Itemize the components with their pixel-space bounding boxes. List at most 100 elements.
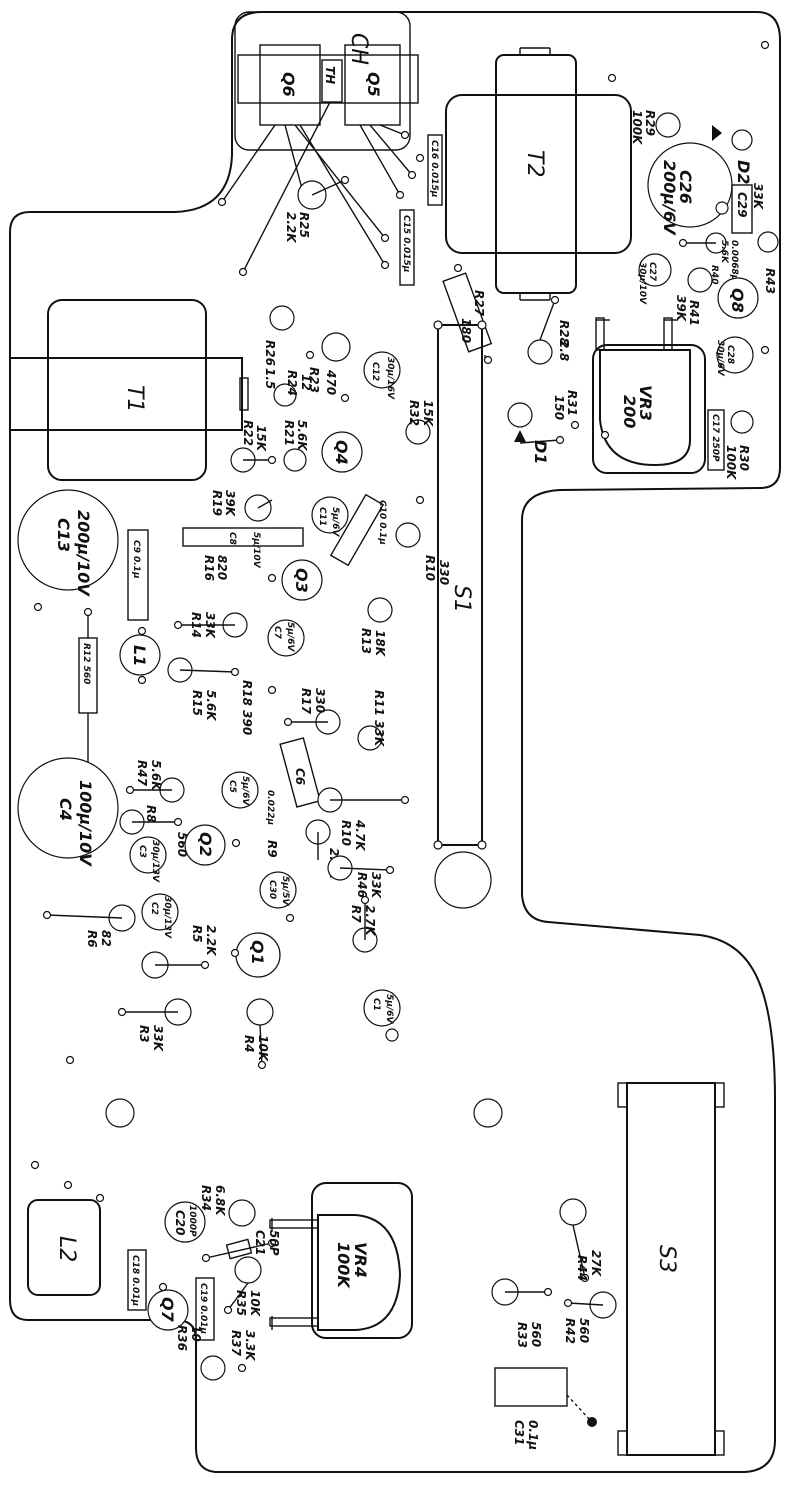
c21-body (225, 1238, 253, 1260)
label-c18: C18 0.01μ (130, 1255, 140, 1306)
c15-box (399, 209, 415, 286)
label-r27v: 180 (459, 318, 473, 343)
label-s1: S1 (449, 585, 474, 613)
label-r42v: 560 (577, 1318, 591, 1343)
d2-body (731, 129, 753, 151)
label-c7: C7 (272, 626, 282, 640)
label-r13v: 18K (373, 630, 387, 658)
label-c28: C28 (725, 345, 735, 364)
label-c6: C6 (293, 768, 307, 785)
label-r26v: 1.5 (263, 368, 277, 389)
label-r42: R42 (563, 1318, 577, 1344)
label-r17: R17 (299, 688, 313, 715)
label-vr4v: 100K (334, 1242, 353, 1289)
r24-body (273, 383, 297, 407)
s1-switch (437, 324, 483, 846)
label-r12: R12 560 (81, 643, 91, 684)
label-r23: R23 (307, 367, 321, 393)
label-r40: R40 (709, 265, 719, 284)
c7-body (267, 619, 305, 657)
label-q5: Q5 (364, 72, 383, 97)
c26-plus (715, 201, 729, 215)
label-r23v: 470 (324, 369, 338, 395)
c8-box (182, 527, 304, 547)
label-c8: C8 (227, 532, 237, 545)
c19-box (195, 1277, 215, 1341)
label-c3: C3 (137, 845, 147, 858)
r23-body (321, 332, 351, 362)
label-vr4: VR4 (351, 1242, 370, 1278)
label-r19: R19 (210, 490, 224, 516)
label-r26: R26 (263, 340, 277, 366)
label-r16v: 820 (215, 555, 229, 580)
label-q8: Q8 (728, 288, 747, 313)
label-r16: R16 (202, 555, 216, 581)
r35-body (234, 1256, 262, 1284)
label-c28v: 30μ/6V (715, 340, 725, 377)
label-r7: R7 (349, 905, 363, 923)
label-r40c: 0.0068μ (729, 240, 739, 282)
label-r31: R31 (565, 390, 579, 416)
r32-body (405, 419, 431, 445)
d1-body (507, 402, 533, 428)
label-c21: C21 (253, 1230, 267, 1256)
label-r28: R28 (557, 320, 571, 346)
label-r34v: 6.8K (213, 1185, 227, 1217)
ch-bracket (237, 54, 419, 104)
label-r24: R24 (285, 370, 299, 396)
r13-body (367, 597, 393, 623)
label-r14: R14 (189, 612, 203, 638)
label-d1: D1 (531, 440, 550, 464)
t2-core (445, 94, 632, 254)
label-c30: C30 (267, 880, 277, 899)
label-r7v: 2.7K (363, 905, 377, 937)
label-c2: C2 (149, 902, 159, 915)
board-outline (9, 11, 781, 1473)
label-c8v: 5μ/10V (251, 532, 261, 569)
t1-band (9, 357, 243, 431)
label-r37v: 3.3K (243, 1330, 257, 1362)
label-th: TH (323, 66, 337, 84)
th-box (321, 59, 343, 103)
label-l1: L1 (130, 645, 149, 666)
vr4-body (317, 1214, 402, 1331)
label-l2: L2 (54, 1236, 79, 1262)
c1-body (363, 989, 401, 1027)
label-r30v: 100K (724, 445, 738, 481)
c30-body (259, 871, 297, 909)
label-r5v: 2.2K (204, 925, 218, 957)
label-r10: R10 (423, 555, 437, 581)
label-r36v: 10 (189, 1325, 203, 1342)
label-r25: R25 (297, 212, 311, 238)
c2-body (141, 893, 179, 931)
label-r33: R33 (515, 1322, 529, 1348)
label-c1v: 5μ/6V (384, 994, 394, 1024)
label-r10b: R10 (339, 820, 353, 846)
label-r41: R41 (687, 300, 701, 326)
label-r31v: 150 (552, 395, 566, 420)
label-c15: C15 0.015μ (401, 215, 411, 273)
c20-body (164, 1201, 206, 1243)
label-c13: C13 (54, 518, 73, 552)
label-c30v: 5μ/5V (280, 876, 290, 906)
label-r14v: 33K (203, 612, 217, 640)
r11-body (357, 725, 383, 751)
q8-body (717, 277, 759, 319)
label-r25v: 2.2K (284, 212, 298, 244)
label-c19: C19 0.01μ (198, 1283, 208, 1334)
label-c26: C26 (676, 170, 695, 204)
label-r46: R46 (355, 872, 369, 898)
label-r8: R8 (144, 805, 158, 823)
r41-body (687, 267, 713, 293)
label-c7v: 5μ/6V (285, 622, 295, 652)
r28-body (527, 339, 553, 365)
c11-body (311, 496, 349, 534)
label-q1: Q1 (248, 940, 267, 965)
label-r41v: 39K (674, 295, 688, 323)
label-r28v: 2.8 (557, 340, 571, 361)
label-q3: Q3 (292, 568, 311, 593)
c13-body (17, 489, 119, 591)
c16-box (427, 134, 443, 206)
label-r9: R9 (265, 840, 279, 858)
